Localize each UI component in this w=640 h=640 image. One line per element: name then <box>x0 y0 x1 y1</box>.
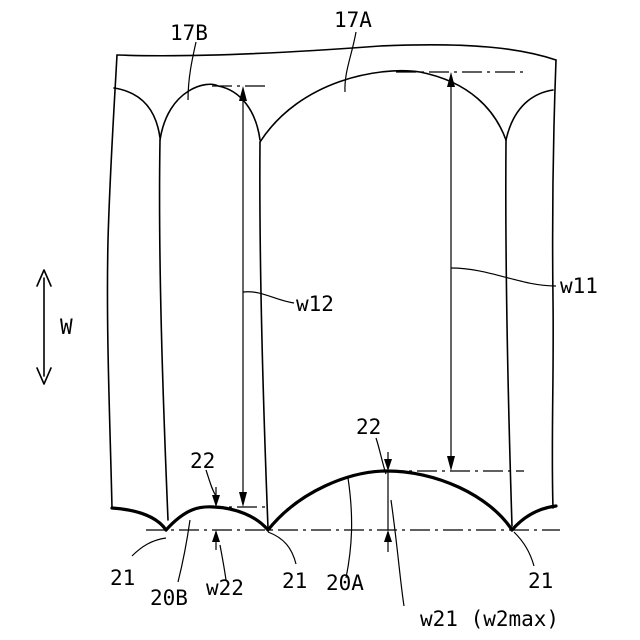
strip-line-3 <box>506 140 512 526</box>
w22-arrowhead-lower <box>212 530 220 542</box>
w21-arrowhead-upper <box>384 459 392 471</box>
lower-left-edge-arc <box>112 508 166 530</box>
w21-arrowhead-lower <box>384 530 392 542</box>
label-17B: 17B <box>170 21 208 45</box>
lower-right-edge-arc <box>512 506 556 530</box>
leader-w12 <box>243 292 294 303</box>
leader-w11 <box>451 268 556 286</box>
leader-w22 <box>220 545 226 580</box>
label-17A: 17A <box>334 8 372 32</box>
leader-21-mid <box>268 532 296 564</box>
label-22-left: 22 <box>190 449 215 473</box>
plate-top-edge <box>117 45 556 60</box>
label-w21: w21 (w2max) <box>420 607 559 631</box>
leader-20A <box>346 478 352 578</box>
label-21-mid: 21 <box>282 569 307 593</box>
label-20A: 20A <box>326 571 364 595</box>
plate-left-edge <box>107 55 117 508</box>
w12-arrowhead-top <box>239 86 247 101</box>
w11-arrowhead-bottom <box>447 456 455 471</box>
w11-arrowhead-top <box>447 72 455 87</box>
strip-line-1 <box>160 140 168 520</box>
upper-right-edge-arc <box>506 90 553 140</box>
leader-20B <box>178 520 190 582</box>
label-21-left: 21 <box>110 566 135 590</box>
label-20B: 20B <box>150 586 188 610</box>
upper-large-arc-17A <box>260 71 506 142</box>
lower-small-arc-20B <box>166 507 268 530</box>
upper-left-edge-arc <box>114 88 160 138</box>
leader-17A <box>345 32 356 92</box>
plate-right-edge <box>552 60 556 508</box>
w12-arrowhead-bottom <box>239 492 247 507</box>
leader-21-left <box>132 538 166 556</box>
leader-21-right <box>514 532 534 566</box>
lower-large-arc-20A <box>268 471 512 530</box>
label-w12: w12 <box>296 292 334 316</box>
label-direction-W: W <box>60 315 73 339</box>
leader-22-right <box>376 438 386 474</box>
label-21-right: 21 <box>528 569 553 593</box>
leader-w21 <box>391 500 404 606</box>
label-w22: w22 <box>206 576 244 600</box>
upper-small-arc-17B <box>160 84 260 140</box>
strip-line-2 <box>260 142 268 528</box>
label-22-right: 22 <box>356 415 381 439</box>
label-w11: w11 <box>560 274 598 298</box>
w22-arrowhead-upper <box>212 495 220 507</box>
leader-22-left <box>206 470 216 496</box>
